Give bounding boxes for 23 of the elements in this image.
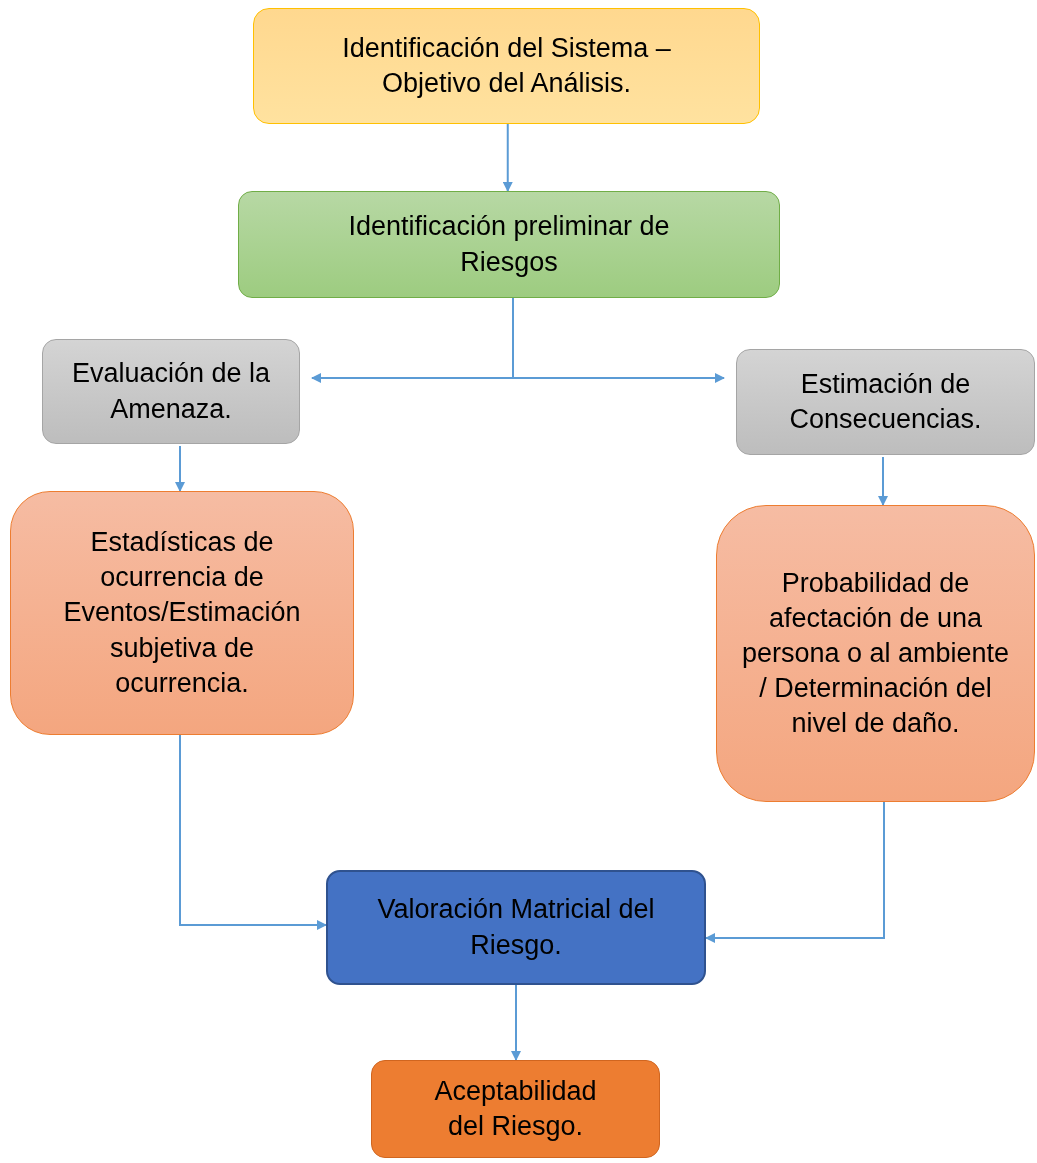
box-label: Identificación preliminar de Riesgos	[347, 210, 671, 279]
arrow	[512, 297, 725, 383]
process-box	[736, 349, 1035, 455]
box-label: Probabilidad de afectación de una persona o al ambiente / Determinación del nivel de daño.	[740, 566, 1011, 741]
arrow	[705, 801, 885, 943]
arrow	[179, 734, 327, 930]
arrow	[175, 445, 185, 492]
box-label: Estimación de Consecuencias.	[788, 367, 983, 436]
process-box	[238, 191, 780, 298]
process-box	[42, 339, 300, 444]
box-label: Evaluación de la Amenaza.	[70, 357, 272, 426]
box-label: Valoración Matricial del Riesgo.	[376, 893, 656, 962]
arrow	[511, 984, 521, 1061]
process-box	[326, 870, 706, 985]
arrow	[502, 123, 513, 192]
box-label: Estadísticas de ocurrencia de Eventos/Estimación subjetiva de ocurrencia.	[62, 526, 302, 700]
arrow	[878, 456, 888, 506]
process-box	[371, 1060, 660, 1158]
process-box	[253, 8, 760, 124]
box-label: Identificación del Sistema – Objetivo del Análisis.	[341, 31, 672, 100]
box-label: Aceptabilidad del Riesgo.	[433, 1074, 598, 1143]
process-box	[10, 491, 354, 735]
process-box	[716, 505, 1035, 802]
